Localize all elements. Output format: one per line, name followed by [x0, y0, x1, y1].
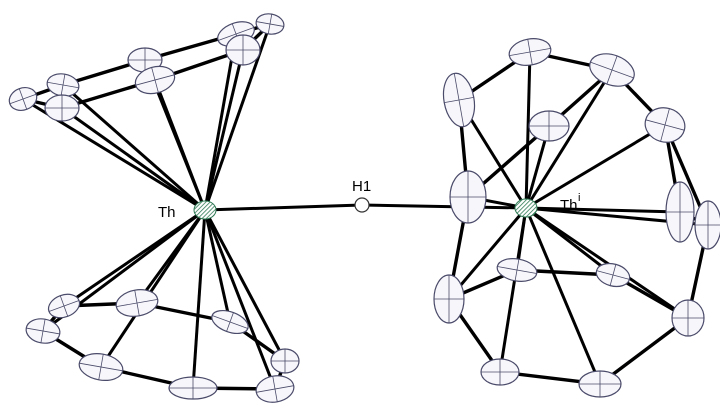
- ellipsoid-principal-axis: [18, 88, 28, 110]
- ellipsoid-principal-axis: [59, 295, 69, 317]
- th-left-label: Th: [158, 204, 176, 221]
- carbon-atom-ellipsoid: [168, 376, 218, 400]
- th-carbon-bond: [203, 33, 238, 211]
- carbon-atom-ellipsoid: [508, 38, 552, 66]
- carbon-atom-ellipsoid: [25, 318, 61, 344]
- carbon-atom-ellipsoid: [449, 170, 487, 224]
- th-carbon-bond: [525, 206, 614, 277]
- carbon-atom-ellipsoid: [255, 375, 295, 403]
- ellipsoid-principal-axis: [453, 73, 465, 127]
- hydride-th-bond: [361, 203, 527, 210]
- th-right-label: Th: [560, 197, 578, 214]
- carbon-atom-ellipsoid: [442, 72, 476, 128]
- carbon-atom-ellipsoid: [211, 309, 249, 335]
- carbon-atom-ellipsoid: [480, 358, 520, 386]
- atom-ellipsoids: [8, 13, 720, 403]
- carbon-atom-ellipsoid: [528, 110, 570, 142]
- th-hydride-bond: [204, 203, 363, 212]
- ellipsoid-principal-axis: [527, 39, 533, 65]
- th-carbon-bond: [62, 83, 206, 212]
- ellipsoid-principal-axis: [660, 108, 670, 142]
- th-carbon-bond: [191, 209, 207, 389]
- th-carbon-bond: [447, 207, 528, 300]
- carbon-atom-ellipsoid: [665, 181, 695, 243]
- carbon-atom-ellipsoid: [578, 370, 622, 398]
- carbon-atom-ellipsoid: [255, 13, 285, 35]
- th-carbon-bond: [203, 209, 287, 362]
- th-carbon-bond: [525, 206, 681, 214]
- carbon-atom-ellipsoid: [589, 53, 635, 87]
- th-carbon-bond: [525, 123, 666, 210]
- carbon-atom-ellipsoid: [47, 293, 81, 319]
- th-carbon-bond: [203, 209, 232, 323]
- carbon-carbon-bond: [598, 316, 690, 386]
- carbon-atom-ellipsoid: [78, 353, 124, 381]
- ellipsoid-principal-axis: [272, 376, 278, 402]
- carbon-atom-ellipsoid: [134, 65, 176, 95]
- th-right-superscript: i: [578, 192, 580, 204]
- ellipsoid-principal-axis: [151, 67, 159, 93]
- ellipsoid-principal-axis: [606, 55, 618, 85]
- thorium-atom-left: [193, 200, 217, 220]
- th-carbon-bond: [524, 69, 614, 209]
- carbon-atom-ellipsoid: [115, 289, 159, 317]
- th-carbon-bond: [153, 79, 207, 211]
- carbon-atom-ellipsoid: [671, 299, 705, 337]
- th-carbon-bond: [135, 209, 207, 304]
- carbon-atom-ellipsoid: [644, 107, 686, 143]
- carbon-atom-ellipsoid: [270, 348, 300, 374]
- carbon-atom-ellipsoid: [225, 34, 261, 66]
- carbon-atom-ellipsoid: [496, 258, 538, 282]
- th-carbon-bond: [203, 49, 245, 211]
- th-carbon-bond: [524, 207, 602, 385]
- ellipsoid-principal-axis: [609, 264, 617, 286]
- ellipsoid-principal-axis: [514, 259, 520, 281]
- ellipsoid-principal-axis: [267, 14, 273, 34]
- ellipsoid-principal-axis: [40, 319, 46, 343]
- hydride-atom: [354, 197, 370, 213]
- carbon-atom-ellipsoid: [46, 73, 80, 97]
- ellipsoid-principal-axis: [98, 354, 104, 380]
- carbon-atom-ellipsoid: [694, 200, 720, 250]
- ellipsoid-principal-axis: [134, 290, 140, 316]
- th-carbon-bond: [203, 209, 277, 390]
- hydride-label: H1: [352, 178, 371, 195]
- carbon-atom-ellipsoid: [433, 274, 465, 324]
- carbon-atom-ellipsoid: [595, 262, 631, 288]
- thorium-atom-right: [514, 198, 538, 218]
- carbon-atom-ellipsoid: [44, 94, 80, 122]
- carbon-atom-ellipsoid: [8, 87, 38, 111]
- th-carbon-bond: [524, 51, 532, 209]
- ellipsoid-principal-axis: [60, 74, 66, 96]
- th-carbon-bond: [61, 106, 206, 212]
- ellipsoid-principal-axis: [226, 312, 234, 332]
